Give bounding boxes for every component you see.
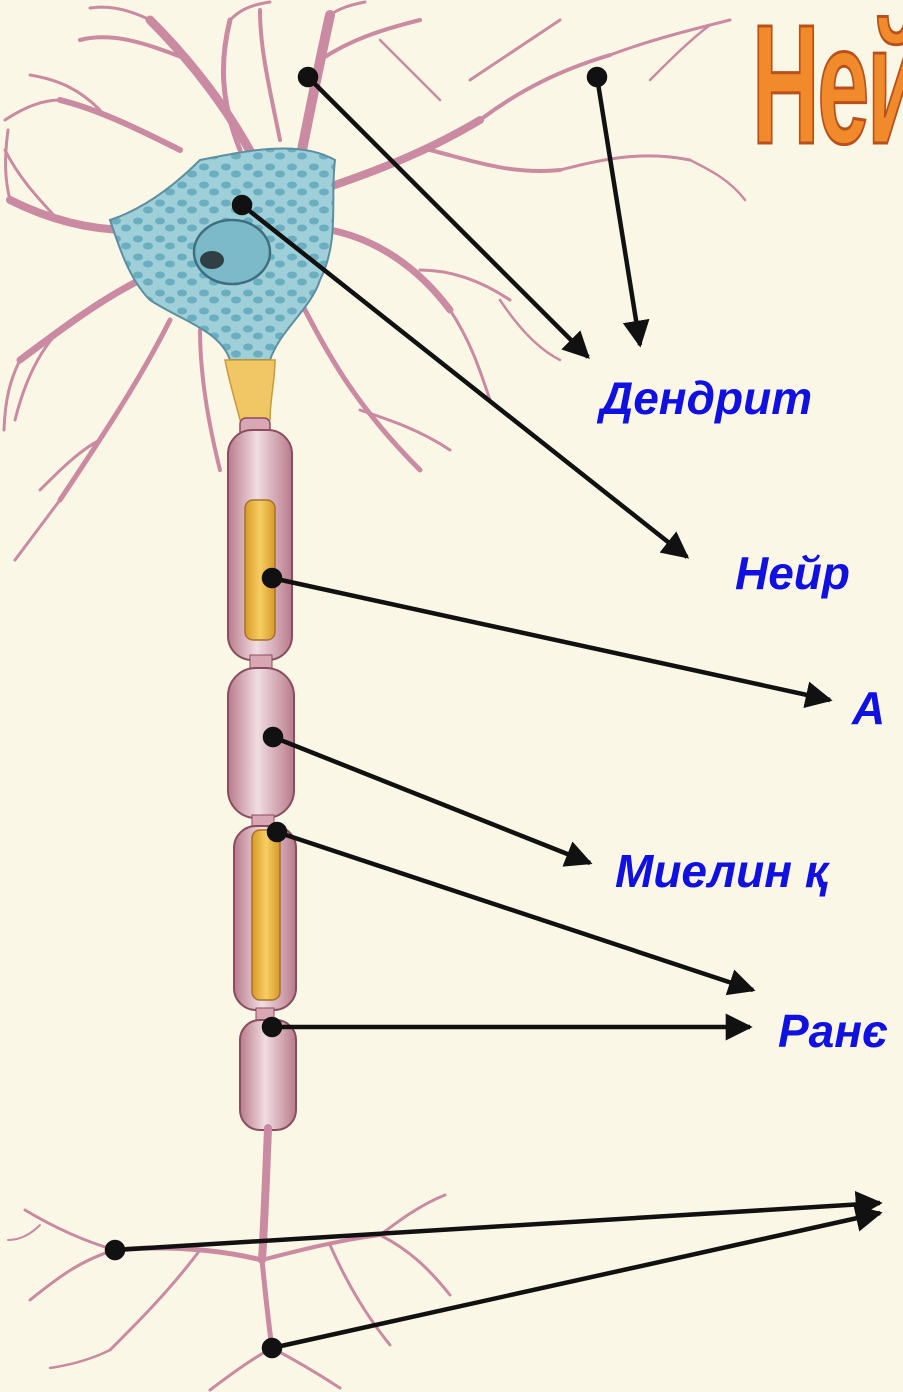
dot [589, 69, 605, 85]
label-axon: А [852, 685, 885, 731]
dendrites [4, 2, 745, 560]
axon [228, 418, 296, 1130]
arrow-dendrite-1 [308, 77, 588, 357]
dot [264, 1340, 280, 1356]
dot [234, 197, 250, 213]
dot [264, 570, 280, 586]
dot [269, 824, 285, 840]
dot [107, 1242, 123, 1258]
axon-terminals [8, 1128, 450, 1390]
nucleolus [200, 251, 224, 269]
dot [265, 729, 281, 745]
dot [300, 69, 316, 85]
page-title: Ней [752, 0, 903, 170]
arrow-dendrite-2 [597, 77, 640, 345]
nucleus [194, 220, 270, 284]
label-myelin: Миелин қ [615, 848, 828, 894]
label-dendrites: Дендрит [600, 375, 812, 421]
myelin-segment [240, 1020, 296, 1130]
label-ranvier: Ранє [778, 1008, 888, 1054]
cell-body [110, 148, 335, 420]
dot [264, 1019, 280, 1035]
arrow-terminal-1 [115, 1203, 880, 1250]
label-neuron-body: Нейр [735, 550, 850, 596]
